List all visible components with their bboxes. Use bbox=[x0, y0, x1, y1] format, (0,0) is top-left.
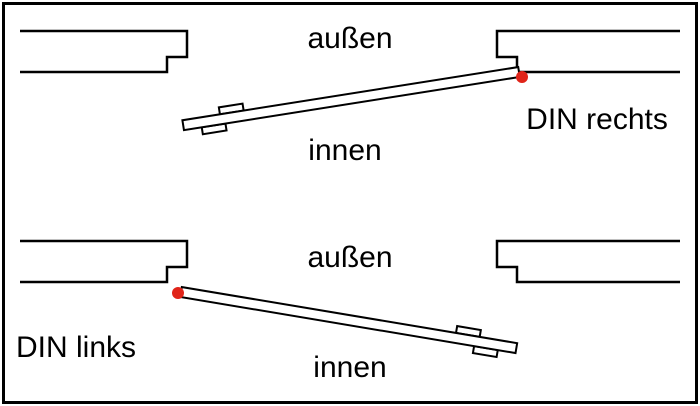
door-leaf bbox=[181, 65, 521, 132]
label-inside-top: innen bbox=[308, 134, 382, 167]
wall-cross-section-top-left bbox=[20, 29, 189, 74]
label-handing-din-rechts: DIN rechts bbox=[526, 103, 668, 136]
door-leaf-din-links bbox=[179, 285, 519, 359]
label-outside-bottom: außen bbox=[307, 241, 393, 274]
hinge-dot-din-rechts bbox=[516, 71, 528, 83]
wall-cross-section-top-right bbox=[495, 29, 680, 74]
door-leaf bbox=[179, 285, 519, 355]
hinge-dot-din-links bbox=[172, 287, 184, 299]
door-leaf-din-rechts bbox=[181, 65, 521, 136]
wall-cross-section-bottom-left bbox=[20, 239, 189, 284]
label-outside-top: außen bbox=[307, 22, 393, 55]
label-inside-bottom: innen bbox=[313, 351, 387, 384]
wall-cross-section-bottom-right bbox=[495, 239, 680, 284]
label-handing-din-links: DIN links bbox=[15, 331, 137, 364]
